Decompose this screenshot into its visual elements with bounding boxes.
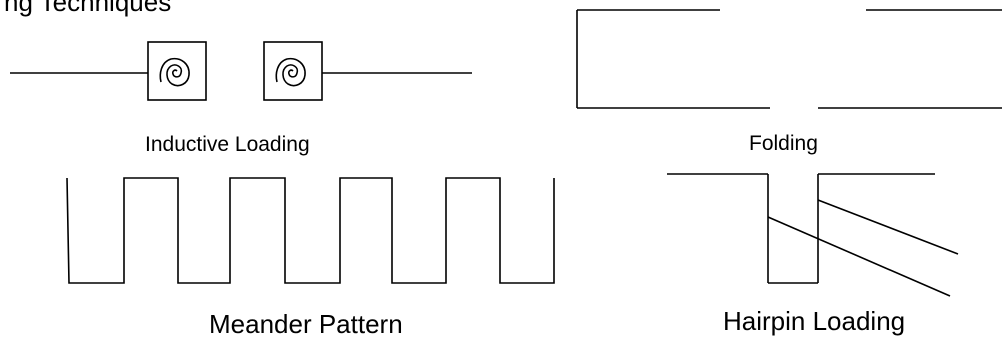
spiral-coil-right-icon [275,57,306,87]
title-fragment: ng Techniques [4,0,172,17]
inductor-box-left [147,41,207,101]
inductor-box-right [263,41,323,101]
hairpin-loading-figure [667,173,959,297]
meander-line [66,177,555,284]
hairpin-diagonal-lower [767,216,951,297]
meander-pattern-label: Meander Pattern [209,309,403,339]
spiral-coil-left-icon [159,57,190,87]
meander-pattern-figure [66,177,555,284]
hairpin-diagonal-upper [817,199,959,255]
hairpin-loading-label: Hairpin Loading [723,306,906,336]
inductive-loading-figure [10,41,472,101]
inductive-loading-label: Inductive Loading [145,133,310,156]
folding-figure [576,9,1002,109]
folding-label: Folding [749,132,818,155]
